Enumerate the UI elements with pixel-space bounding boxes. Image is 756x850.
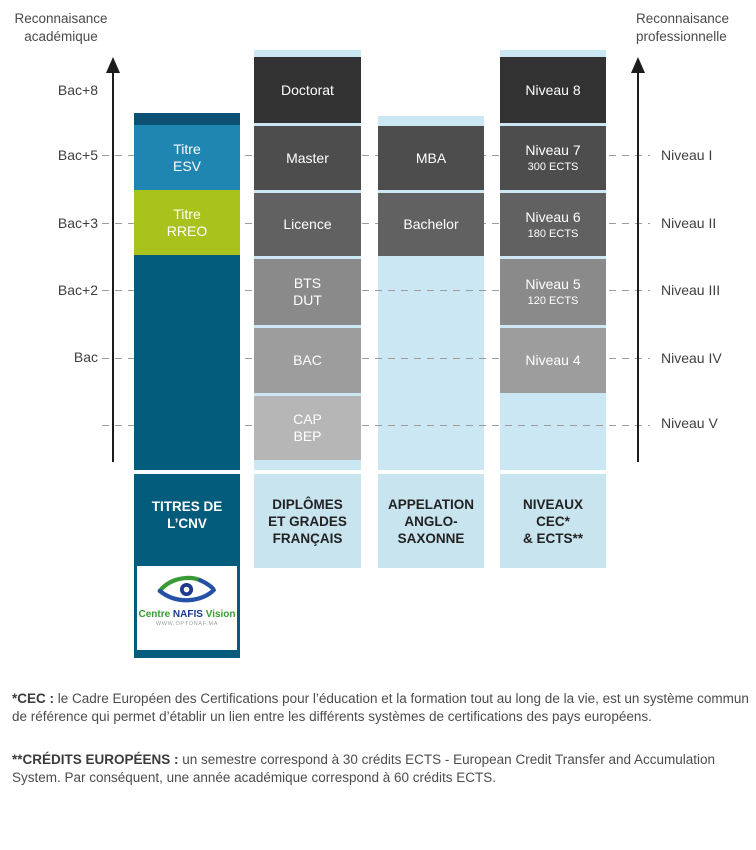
header-diplomes-francais: DIPLÔMES ET GRADES FRANÇAIS bbox=[254, 474, 361, 568]
block-cap-bep: CAP BEP bbox=[254, 396, 361, 460]
level-line-4 bbox=[102, 358, 650, 359]
left-axis-line bbox=[112, 72, 114, 462]
logo-brand-prefix: Centre bbox=[138, 609, 173, 620]
block-bachelor: Bachelor bbox=[378, 193, 484, 256]
logo-brand-suffix: Vision bbox=[202, 609, 236, 620]
logo-url-text: WWW.OPTONAF.MA bbox=[155, 621, 219, 627]
axis-label-bac: Bac bbox=[73, 349, 98, 365]
logo-brand-text: Centre NAFIS Vision bbox=[138, 609, 235, 620]
block-niveau-6: Niveau 6 180 ECTS bbox=[500, 193, 606, 256]
cnv-top-cap bbox=[134, 113, 240, 125]
header-niveaux-cec-ects: NIVEAUX CEC* & ECTS** bbox=[500, 474, 606, 568]
block-bts-dut: BTS DUT bbox=[254, 259, 361, 325]
axis-label-niveau-3: Niveau III bbox=[661, 282, 721, 298]
footnote-cec-lead: *CEC : bbox=[12, 690, 55, 706]
axis-label-niveau-4: Niveau IV bbox=[661, 350, 722, 366]
block-niveau-8: Niveau 8 bbox=[500, 57, 606, 123]
axis-label-bac8: Bac+8 bbox=[57, 82, 98, 98]
axis-label-niveau-2: Niveau II bbox=[661, 215, 717, 231]
logo-brand-name: NAFIS bbox=[172, 609, 203, 620]
block-licence: Licence bbox=[254, 193, 361, 256]
right-axis-line bbox=[637, 72, 639, 462]
header-titres-cnv-label: TITRES DE L’CNV bbox=[151, 499, 223, 531]
block-bac: BAC bbox=[254, 328, 361, 393]
right-axis-arrow-icon bbox=[631, 57, 645, 73]
footnote-credits-lead: **CRÉDITS EUROPÉENS : bbox=[12, 751, 179, 767]
niveau-7-ects: 300 ECTS bbox=[527, 161, 579, 173]
axis-label-bac2: Bac+2 bbox=[57, 282, 98, 298]
footnote-credits-body: un semestre correspond à 30 crédits ECTS… bbox=[12, 751, 716, 786]
level-line-5 bbox=[102, 425, 650, 426]
centre-nafis-vision-logo: Centre NAFIS Vision WWW.OPTONAF.MA bbox=[137, 566, 237, 650]
professional-recognition-title: Reconnaisance professionnelle bbox=[636, 11, 730, 44]
block-mba: MBA bbox=[378, 126, 484, 190]
academic-recognition-title: Reconnaisance académique bbox=[14, 11, 108, 44]
block-niveau-7: Niveau 7 300 ECTS bbox=[500, 126, 606, 190]
axis-label-bac5: Bac+5 bbox=[57, 147, 98, 163]
cnv-column-bar bbox=[134, 255, 240, 470]
niveau-5-ects: 120 ECTS bbox=[527, 295, 579, 307]
header-appelation-anglo: APPELATION ANGLO- SAXONNE bbox=[378, 474, 484, 568]
niveau-6-label: Niveau 6 bbox=[525, 208, 581, 225]
block-doctorat: Doctorat bbox=[254, 57, 361, 123]
niveau-5-label: Niveau 5 bbox=[525, 276, 581, 292]
niveau-6-ects: 180 ECTS bbox=[527, 227, 579, 240]
footnote-credits: **CRÉDITS EUROPÉENS : un semestre corres… bbox=[12, 751, 752, 788]
level-line-1 bbox=[102, 155, 650, 156]
block-niveau-4: Niveau 4 bbox=[500, 328, 606, 393]
block-titre-rreo: Titre RREO bbox=[134, 190, 240, 255]
block-niveau-5: Niveau 5 120 ECTS bbox=[500, 259, 606, 325]
block-master: Master bbox=[254, 126, 361, 190]
footnote-cec: *CEC : le Cadre Européen des Certificati… bbox=[12, 690, 752, 727]
block-titre-esv: Titre ESV bbox=[134, 125, 240, 190]
level-line-2 bbox=[102, 223, 650, 224]
axis-label-bac3: Bac+3 bbox=[57, 215, 98, 231]
niveau-7-label: Niveau 7 bbox=[525, 142, 581, 158]
eye-icon bbox=[157, 575, 217, 603]
axis-label-niveau-1: Niveau I bbox=[661, 147, 713, 163]
left-axis-arrow-icon bbox=[106, 57, 120, 73]
axis-label-niveau-5: Niveau V bbox=[661, 415, 718, 431]
footnote-cec-body: le Cadre Européen des Certifications pou… bbox=[12, 690, 749, 725]
level-line-3 bbox=[102, 290, 650, 291]
